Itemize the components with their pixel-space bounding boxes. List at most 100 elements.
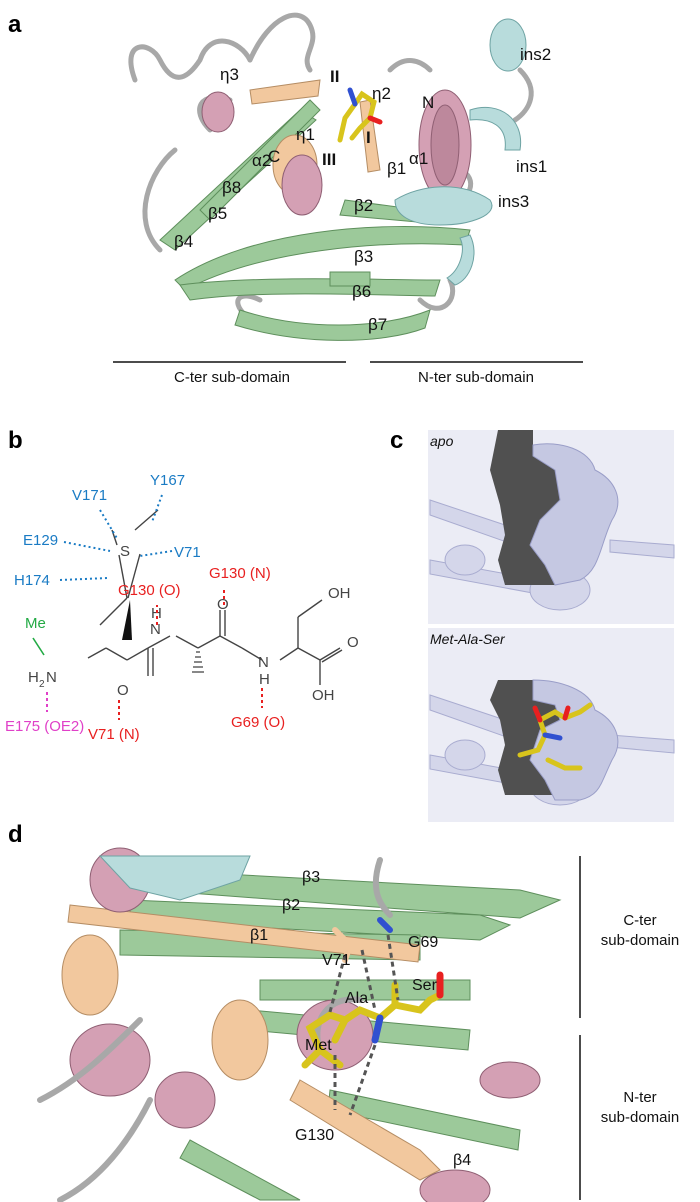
hbond-G130-N: G130 (N) xyxy=(209,565,271,582)
label-C: C xyxy=(268,147,280,166)
panel-d-letter: d xyxy=(8,821,23,848)
d-label-Ala: Ala xyxy=(345,990,368,1007)
atom-O2: O xyxy=(217,596,229,613)
d-label-G130: G130 xyxy=(295,1127,334,1144)
panel-a-helices xyxy=(201,89,472,216)
label-ins3: ins3 xyxy=(498,192,529,211)
panel-c-apo: apo xyxy=(428,430,675,624)
panel-a-letter: a xyxy=(8,11,22,38)
label-beta5: β5 xyxy=(208,204,227,223)
label-beta6: β6 xyxy=(352,282,371,301)
atom-NH1-H: H xyxy=(151,605,162,622)
label-beta2: β2 xyxy=(354,196,373,215)
panel-a: a xyxy=(8,11,583,386)
panel-b-blue: V171 Y167 E129 V71 H174 xyxy=(14,472,201,589)
d-label-Ser: Ser xyxy=(412,977,438,994)
d-label-G69: G69 xyxy=(408,934,438,951)
hbond-G130-O: G130 (O) xyxy=(118,582,181,599)
apo-pocket-cut xyxy=(490,430,560,585)
contact-V71: V71 xyxy=(174,544,201,561)
me-bond xyxy=(32,637,45,656)
panel-d-labels: β3 β2 β1 G69 V71 Ser Ala Met G130 β4 xyxy=(250,869,471,1169)
panel-a-ligand xyxy=(337,87,383,143)
d-label-beta3: β3 xyxy=(302,869,320,886)
panel-d: d xyxy=(8,821,679,1202)
panel-b-red-dashes xyxy=(118,588,263,720)
atom-NH2-H: H xyxy=(259,671,270,688)
label-Me: Me xyxy=(25,615,46,632)
label-III: III xyxy=(322,150,336,169)
hbond-G69-O: G69 (O) xyxy=(231,714,285,731)
hbond-V71-N: V71 (N) xyxy=(88,726,140,743)
label-alpha1: α1 xyxy=(409,149,428,168)
label-beta1: β1 xyxy=(387,159,406,178)
atom-H2N-N: N xyxy=(46,669,57,686)
d-label-beta1: β1 xyxy=(250,927,268,944)
d-cter-line2: sub-domain xyxy=(601,932,679,949)
panel-b-blue-dots xyxy=(59,494,173,581)
panel-d-loops xyxy=(37,857,393,1202)
complex-pocket-cut xyxy=(490,680,560,795)
d-label-V71: V71 xyxy=(322,952,351,969)
atom-S: S xyxy=(120,543,130,560)
panel-c: c apo xyxy=(390,427,675,822)
panel-d-cyan xyxy=(98,855,251,901)
label-N: N xyxy=(422,93,434,112)
complex-ligand xyxy=(517,702,593,771)
d-nter-line1: N-ter xyxy=(623,1089,656,1106)
atom-H2N-H: H xyxy=(28,669,39,686)
label-alpha2: α2 xyxy=(252,151,271,170)
contact-H174: H174 xyxy=(14,572,50,589)
label-eta2: η2 xyxy=(372,84,391,103)
atom-NH1-N: N xyxy=(150,621,161,638)
panel-a-labels: η3 II η2 N ins2 η1 I C III β1 α1 ins1 β8… xyxy=(174,45,551,334)
panel-b: b xyxy=(5,427,359,743)
panel-b-letter: b xyxy=(8,427,23,454)
nter-subdomain-label: N-ter sub-domain xyxy=(418,369,534,386)
d-cter-line1: C-ter xyxy=(623,912,656,929)
label-beta7: β7 xyxy=(368,315,387,334)
label-I: I xyxy=(366,128,371,147)
cter-subdomain-label: C-ter sub-domain xyxy=(174,369,290,386)
d-label-beta4: β4 xyxy=(453,1152,471,1169)
d-label-Met: Met xyxy=(305,1037,332,1054)
panel-d-ligand xyxy=(301,971,444,1069)
stereo-hash xyxy=(192,651,204,673)
label-beta3: β3 xyxy=(354,247,373,266)
panel-d-peach xyxy=(61,904,441,1181)
label-E175: E175 (OE2) xyxy=(5,718,84,735)
panel-b-atoms: S H 2 N H N O O N H OH O OH xyxy=(28,543,359,704)
atom-O1: O xyxy=(117,682,129,699)
contact-Y167: Y167 xyxy=(150,472,185,489)
label-eta1: η1 xyxy=(296,125,315,144)
panel-c-letter: c xyxy=(390,427,403,454)
panel-a-cyan xyxy=(394,18,527,286)
complex-title: Met-Ala-Ser xyxy=(430,631,506,647)
apo-pocket-surface xyxy=(529,443,619,586)
label-ins1: ins1 xyxy=(516,157,547,176)
panel-b-bonds xyxy=(87,509,343,685)
atom-H2N-2: 2 xyxy=(39,679,45,690)
panel-d-hbonds xyxy=(328,934,400,1116)
d-nter-line2: sub-domain xyxy=(601,1109,679,1126)
d-side-labels: C-ter sub-domain N-ter sub-domain xyxy=(601,912,679,1126)
atom-NH2-N: N xyxy=(258,654,269,671)
panel-c-complex: Met-Ala-Ser xyxy=(428,628,675,822)
label-beta8: β8 xyxy=(222,178,241,197)
apo-title: apo xyxy=(430,433,454,449)
panel-d-helices xyxy=(69,847,541,1202)
d-label-beta2: β2 xyxy=(282,897,300,914)
label-eta3: η3 xyxy=(220,65,239,84)
contact-V171: V171 xyxy=(72,487,107,504)
stereo-wedge xyxy=(122,600,132,640)
label-beta4: β4 xyxy=(174,232,193,251)
label-ins2: ins2 xyxy=(520,45,551,64)
atom-OH-top: OH xyxy=(328,585,351,602)
complex-pocket-surface xyxy=(529,679,619,801)
panel-b-red: G130 (O) G130 (N) V71 (N) G69 (O) xyxy=(88,565,285,743)
contact-E129: E129 xyxy=(23,532,58,549)
atom-O3: O xyxy=(347,634,359,651)
label-II: II xyxy=(330,67,339,86)
